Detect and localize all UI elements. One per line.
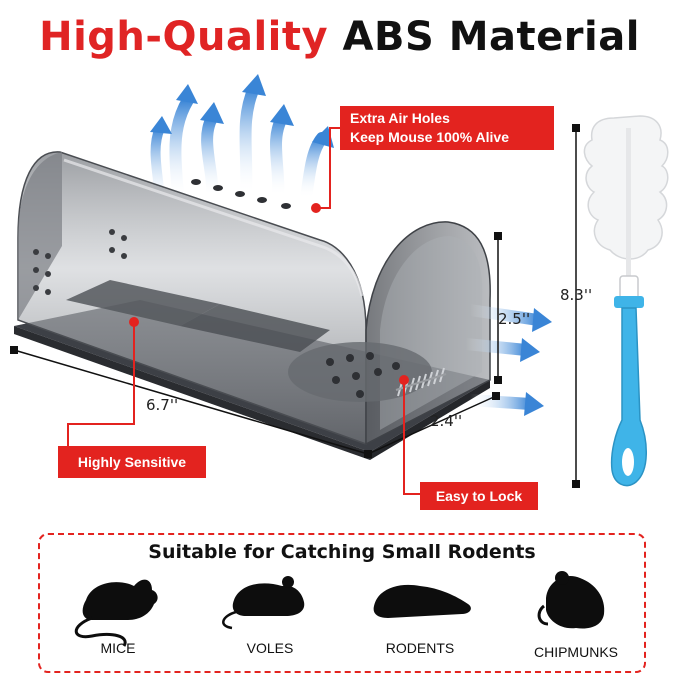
headline-red: High-Quality <box>39 14 329 60</box>
height-dimension: 2.5'' <box>498 310 531 328</box>
sensitive-callout: Highly Sensitive <box>58 446 206 478</box>
rodents-heading: Suitable for Catching Small Rodents <box>148 541 536 563</box>
mouse-trap <box>14 151 491 460</box>
dimension-lines <box>10 124 580 488</box>
mouse-icon <box>74 579 158 647</box>
rodent-label-mice: MICE <box>100 640 136 656</box>
air-arrows-up <box>150 74 334 209</box>
air-holes-line2: Keep Mouse 100% Alive <box>350 129 509 145</box>
rodent-label-rodents: RODENTS <box>385 640 455 656</box>
air-holes-line1: Extra Air Holes <box>350 110 450 126</box>
chipmunk-icon <box>537 571 605 629</box>
depth-dimension: 2.4'' <box>430 412 463 430</box>
lock-callout: Easy to Lock <box>420 482 538 510</box>
air-arrows-side <box>460 304 552 416</box>
vole-icon <box>222 576 305 630</box>
rodent-icon <box>373 584 471 618</box>
headline: High-Quality ABS Material <box>0 14 679 60</box>
length-dimension: 6.7'' <box>146 396 179 414</box>
callout-leaders <box>67 127 420 495</box>
air-holes-callout: Extra Air Holes Keep Mouse 100% Alive <box>340 106 554 150</box>
brush-dimension: 8.3'' <box>560 286 593 304</box>
headline-black: ABS Material <box>342 14 640 60</box>
rodents-panel <box>38 533 646 673</box>
rodent-label-chipmunks: CHIPMUNKS <box>533 644 618 660</box>
cleaning-brush <box>583 115 669 487</box>
rodent-label-voles: VOLES <box>246 640 294 656</box>
rodent-silhouettes <box>74 571 605 647</box>
